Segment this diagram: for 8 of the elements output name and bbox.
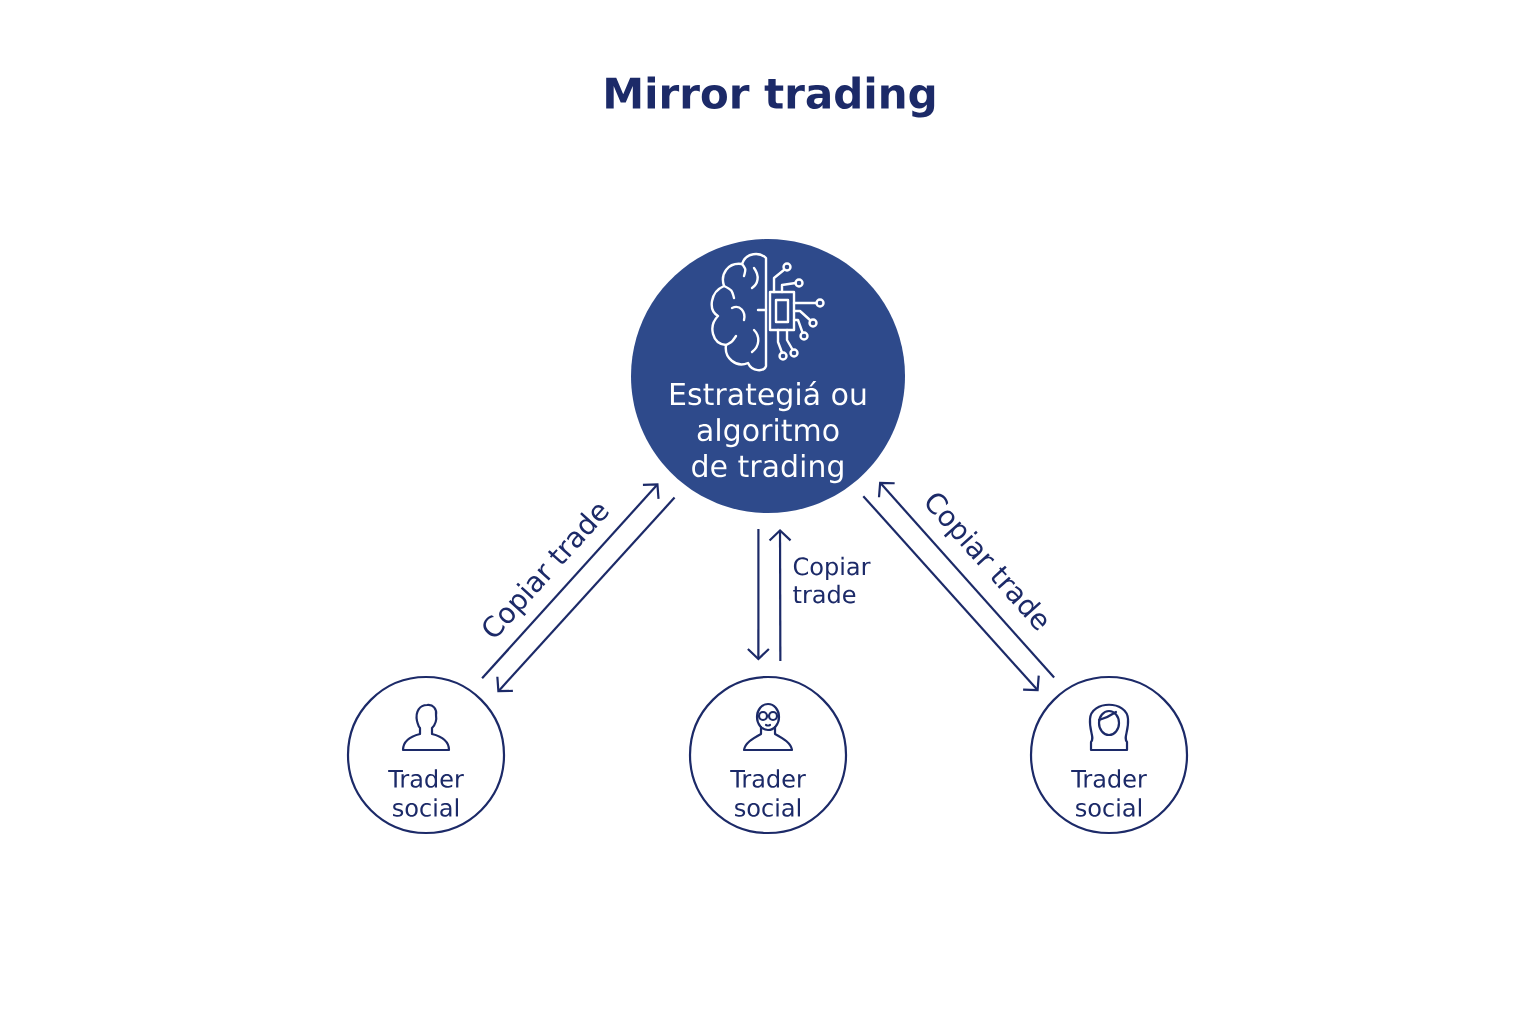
arrow — [768, 528, 792, 661]
title: Mirror trading — [606, 76, 935, 118]
arrow — [496, 496, 676, 693]
arrow — [877, 481, 1055, 679]
arrow — [747, 529, 770, 661]
arrow — [862, 495, 1040, 692]
arrow — [481, 483, 660, 680]
edge-label: Copiar trade — [790, 554, 879, 606]
